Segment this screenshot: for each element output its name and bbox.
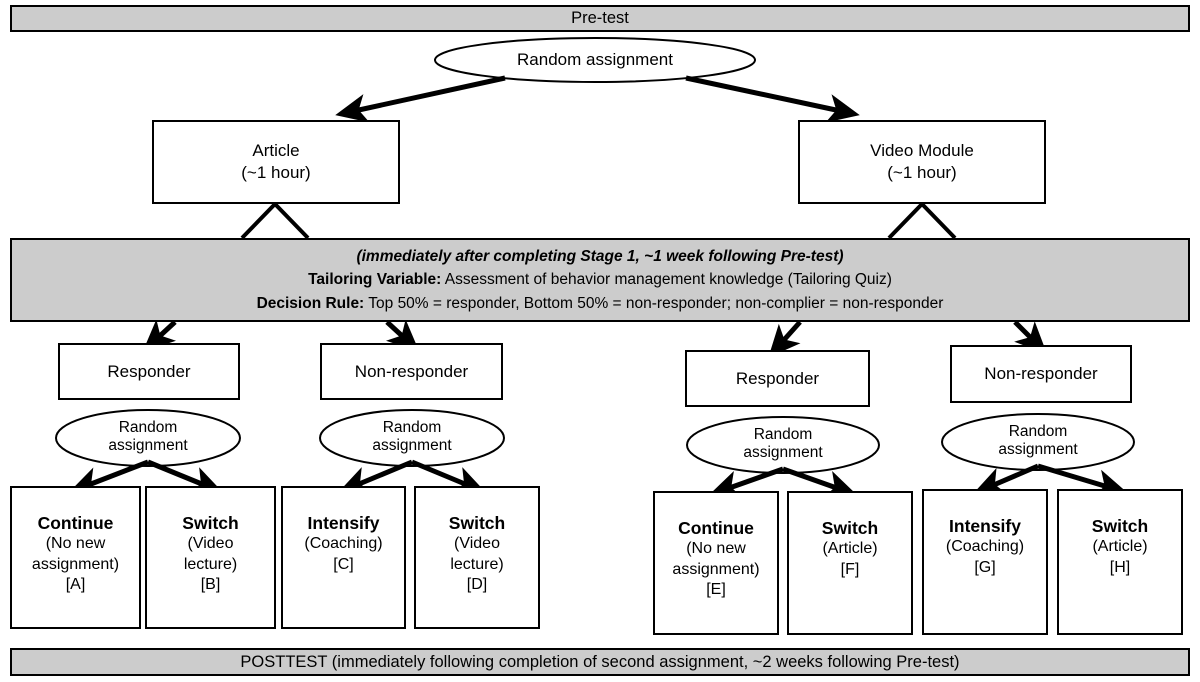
status-label: Responder <box>107 361 191 381</box>
arrow-oval3-to-e <box>708 466 784 499</box>
option-h-head: Switch <box>1091 516 1149 536</box>
arrow-root-to-video <box>685 75 860 123</box>
line-video-to-tailoring-left <box>887 202 924 240</box>
stage1-article-duration: (~1 hour) <box>241 163 311 182</box>
rerandom-oval-3 <box>686 416 880 474</box>
option-g-tag: [G] <box>974 558 996 576</box>
tailoring-timing-note: (immediately after completing Stage 1, ~… <box>356 247 844 265</box>
option-h-tag: [H] <box>1109 558 1131 576</box>
arrow-tailoring-to-nonresponder-1 <box>385 319 420 352</box>
arrow-oval3-to-f <box>782 466 858 499</box>
stage1-video-duration: (~1 hour) <box>887 163 957 182</box>
line-article-to-tailoring-right <box>273 202 310 240</box>
option-box-a: Continue (No new assignment) [A] <box>10 486 141 629</box>
option-f-tag: [F] <box>840 560 860 578</box>
arrow-tailoring-to-responder-1 <box>142 319 177 352</box>
option-b-sub1: (Video <box>187 535 234 553</box>
option-e-head: Continue <box>678 518 754 538</box>
option-box-h: Switch (Article) [H] <box>1057 489 1183 635</box>
option-a-sub2: assignment) <box>31 555 120 573</box>
posttest-banner: POSTTEST (immediately following completi… <box>10 648 1190 676</box>
tailoring-decision-bar: (immediately after completing Stage 1, ~… <box>10 238 1190 322</box>
option-b-sub2: lecture) <box>183 555 238 573</box>
arrow-oval1-to-a <box>68 459 149 495</box>
tailoring-variable-label: Tailoring Variable: <box>308 271 442 289</box>
arrow-root-to-article <box>335 75 506 123</box>
stage1-video-title: Video Module <box>870 140 974 160</box>
arrow-oval4-to-h <box>1037 463 1128 498</box>
arrow-oval4-to-g <box>972 463 1039 495</box>
option-g-sub1: (Coaching) <box>945 538 1025 556</box>
option-box-b: Switch (Video lecture) [B] <box>145 486 276 629</box>
status-label: Non-responder <box>354 361 469 381</box>
pretest-banner-label: Pre-test <box>571 9 629 28</box>
stage1-box-video-module: Video Module (~1 hour) <box>798 120 1046 204</box>
arrow-oval2-to-d <box>411 459 487 494</box>
rerandom-oval-4 <box>941 413 1135 471</box>
line-video-to-tailoring-right <box>920 202 957 240</box>
option-e-tag: [E] <box>706 581 726 599</box>
root-random-assignment-oval <box>434 37 756 83</box>
decision-rule-text: Top 50% = responder, Bottom 50% = non-re… <box>368 294 944 312</box>
rerandom-oval-2 <box>319 409 505 467</box>
status-box-nonresponder-article: Non-responder <box>320 343 503 400</box>
option-a-tag: [A] <box>65 576 86 594</box>
rerandom-oval-1 <box>55 409 241 467</box>
status-box-responder-video: Responder <box>685 350 870 407</box>
option-a-sub1: (No new <box>45 535 106 553</box>
status-label: Responder <box>735 368 820 388</box>
status-box-responder-article: Responder <box>58 343 240 400</box>
arrow-tailoring-to-nonresponder-2 <box>1013 320 1048 355</box>
tailoring-variable-line: Tailoring Variable: Assessment of behavi… <box>308 268 892 292</box>
option-g-head: Intensify <box>949 516 1021 536</box>
option-b-head: Switch <box>182 513 239 533</box>
option-a-head: Continue <box>37 513 114 533</box>
arrow-oval2-to-c <box>337 459 413 494</box>
option-e-sub1: (No new <box>686 540 746 558</box>
option-e-sub2: assignment) <box>672 560 760 578</box>
stage1-article-title: Article <box>252 140 300 160</box>
option-c-tag: [C] <box>333 555 354 573</box>
option-f-head: Switch <box>821 518 879 538</box>
option-box-d: Switch (Video lecture) [D] <box>414 486 540 629</box>
option-h-sub1: (Article) <box>1092 538 1148 556</box>
option-box-f: Switch (Article) [F] <box>787 491 913 635</box>
line-article-to-tailoring-left <box>240 202 277 240</box>
option-c-sub1: (Coaching) <box>304 535 383 553</box>
status-box-nonresponder-video: Non-responder <box>950 345 1132 403</box>
option-b-tag: [B] <box>200 576 221 594</box>
pretest-banner: Pre-test <box>10 5 1190 32</box>
arrow-oval1-to-b <box>147 459 224 495</box>
option-d-sub1: (Video <box>454 535 500 553</box>
option-d-head: Switch <box>448 513 506 533</box>
option-box-e: Continue (No new assignment) [E] <box>653 491 779 635</box>
posttest-banner-label: POSTTEST (immediately following completi… <box>240 652 960 671</box>
option-c-head: Intensify <box>307 513 380 533</box>
decision-rule-label: Decision Rule: <box>256 294 365 312</box>
option-box-c: Intensify (Coaching) [C] <box>281 486 406 629</box>
decision-rule-line: Decision Rule: Top 50% = responder, Bott… <box>257 292 944 316</box>
option-d-tag: [D] <box>466 576 488 594</box>
option-f-sub1: (Article) <box>822 540 878 558</box>
option-d-sub2: lecture) <box>450 555 504 573</box>
option-box-g: Intensify (Coaching) [G] <box>922 489 1048 635</box>
stage1-box-article: Article (~1 hour) <box>152 120 400 204</box>
status-label: Non-responder <box>984 364 1098 383</box>
arrow-tailoring-to-responder-2 <box>768 320 802 358</box>
tailoring-variable-text: Assessment of behavior management knowle… <box>444 271 892 289</box>
